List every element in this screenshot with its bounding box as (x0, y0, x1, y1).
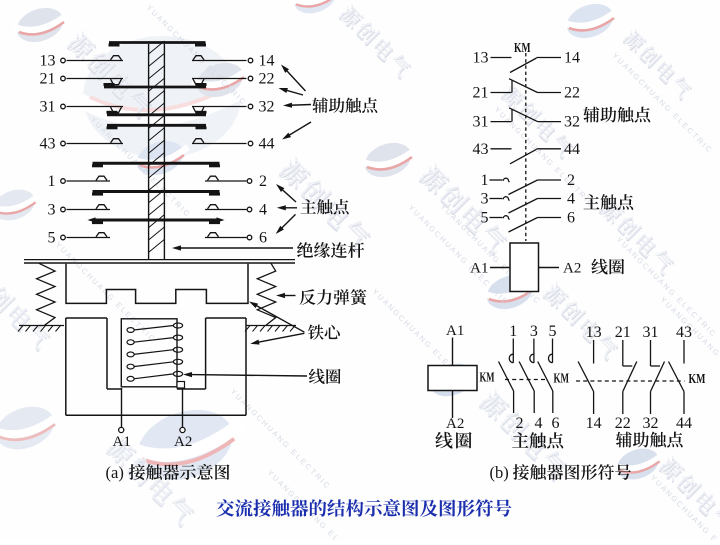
svg-text:13: 13 (473, 50, 489, 67)
svg-text:31: 31 (40, 99, 56, 116)
svg-text:6: 6 (567, 210, 575, 227)
svg-text:3: 3 (48, 202, 56, 219)
svg-text:32: 32 (259, 99, 275, 116)
svg-text:4: 4 (535, 415, 543, 432)
svg-text:A1: A1 (446, 323, 464, 339)
svg-text:32: 32 (643, 415, 659, 432)
svg-text:KM: KM (554, 372, 570, 387)
svg-text:22: 22 (564, 85, 580, 102)
svg-text:3: 3 (530, 323, 538, 340)
svg-text:32: 32 (564, 114, 580, 131)
svg-text:A2: A2 (563, 261, 581, 277)
svg-text:2: 2 (516, 415, 524, 432)
svg-text:A2: A2 (174, 434, 192, 450)
svg-text:21: 21 (40, 71, 56, 88)
svg-text:(a): (a) (106, 463, 124, 482)
svg-text:4: 4 (259, 202, 267, 219)
svg-text:6: 6 (552, 415, 560, 432)
svg-text:31: 31 (643, 324, 659, 341)
svg-text:22: 22 (259, 71, 275, 88)
svg-text:13: 13 (40, 53, 56, 70)
svg-text:1: 1 (509, 323, 517, 340)
svg-text:6: 6 (259, 230, 267, 247)
svg-text:(b): (b) (490, 463, 509, 482)
svg-text:1: 1 (48, 173, 56, 190)
svg-text:43: 43 (473, 141, 489, 158)
svg-text:3: 3 (481, 191, 489, 208)
svg-text:KM: KM (514, 41, 531, 56)
svg-text:13: 13 (586, 324, 602, 341)
svg-text:1: 1 (481, 172, 489, 189)
svg-text:31: 31 (473, 114, 489, 131)
svg-text:21: 21 (615, 324, 631, 341)
svg-text:44: 44 (564, 141, 580, 158)
svg-text:43: 43 (676, 324, 692, 341)
svg-text:44: 44 (259, 136, 275, 153)
svg-text:2: 2 (567, 172, 575, 189)
svg-text:14: 14 (564, 50, 580, 67)
svg-text:5: 5 (481, 210, 489, 227)
svg-text:A1: A1 (470, 261, 488, 277)
svg-text:A2: A2 (446, 416, 464, 432)
svg-text:A1: A1 (113, 434, 131, 450)
svg-text:KM: KM (480, 371, 495, 386)
svg-text:2: 2 (259, 173, 267, 190)
svg-text:KM: KM (689, 372, 706, 387)
svg-text:43: 43 (40, 136, 56, 153)
svg-text:44: 44 (676, 415, 692, 432)
svg-text:21: 21 (473, 85, 489, 102)
svg-text:5: 5 (48, 230, 56, 247)
svg-text:14: 14 (259, 53, 275, 70)
svg-text:4: 4 (567, 191, 575, 208)
svg-text:14: 14 (586, 415, 602, 432)
svg-text:22: 22 (615, 415, 631, 432)
svg-text:5: 5 (549, 323, 557, 340)
